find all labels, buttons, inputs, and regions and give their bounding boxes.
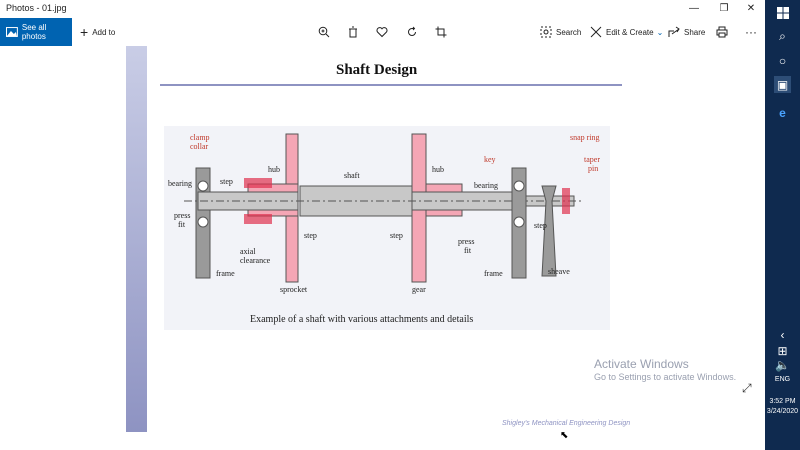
plus-icon: + — [80, 24, 89, 40]
sheave-shape — [541, 185, 557, 277]
title-divider — [160, 84, 622, 86]
slide-side-bar — [126, 46, 147, 432]
document-image: Shaft Design — [126, 46, 648, 432]
label-step-right: step — [534, 221, 547, 230]
clamp-collar-top — [244, 178, 272, 188]
see-all-photos-button[interactable]: See all photos — [0, 18, 72, 46]
rotate-icon[interactable] — [406, 26, 418, 38]
edit-create-button[interactable]: Edit & Create ⌄ — [590, 18, 663, 46]
see-all-photos-label: See all photos — [21, 23, 47, 41]
bearing-right-ball-top — [513, 180, 525, 192]
crop-icon[interactable] — [435, 26, 447, 38]
edit-create-label: Edit & Create — [606, 27, 654, 37]
more-options-button[interactable]: ··· — [745, 25, 757, 39]
label-sprocket: sprocket — [280, 285, 308, 294]
label-snap-ring: snap ring — [570, 133, 600, 142]
restore-button[interactable]: ❐ — [719, 3, 729, 14]
photo-viewer: Shaft Design — [0, 46, 765, 450]
clamp-collar-bottom — [244, 214, 272, 224]
mouse-cursor-icon: ⬉ — [560, 430, 569, 441]
figure-caption: Example of a shaft with various attachme… — [250, 314, 474, 325]
share-button[interactable]: Share — [668, 18, 705, 46]
language-indicator[interactable]: ENG — [774, 376, 791, 383]
edit-icon — [590, 26, 602, 38]
clock-time[interactable]: 3:52 PM — [769, 398, 796, 405]
heart-icon[interactable] — [376, 26, 388, 38]
label-gear: gear — [412, 285, 426, 294]
activate-windows-title: Activate Windows — [594, 357, 689, 371]
clock-date[interactable]: 3/24/2020 — [766, 408, 799, 415]
print-icon[interactable] — [716, 26, 728, 38]
search-icon[interactable]: ⌕ — [779, 29, 786, 43]
window-title: Photos - 01.jpg — [6, 3, 67, 13]
chevron-down-icon: ⌄ — [656, 27, 664, 37]
label-key: key — [484, 155, 496, 164]
label-bearing-left: bearing — [168, 179, 192, 188]
label-hub-left: hub — [268, 165, 280, 174]
bearing-right-ball-bottom — [513, 216, 525, 228]
zoom-icon[interactable] — [318, 26, 330, 38]
label-sheave: sheave — [548, 267, 570, 276]
label-frame-left: frame — [216, 269, 235, 278]
search-label: Search — [556, 27, 582, 37]
photos-app-icon[interactable]: ▣ — [774, 76, 791, 93]
edge-icon[interactable]: e — [779, 105, 786, 120]
book-footer: Shigley's Mechanical Engineering Design — [502, 420, 631, 427]
label-bearing-right: bearing — [474, 181, 498, 190]
cortana-icon[interactable]: ○ — [778, 53, 787, 68]
start-icon[interactable] — [774, 4, 791, 21]
search-button[interactable]: Search — [540, 18, 581, 46]
toolbar: See all photos + Add to Search Edit & Cr… — [0, 18, 765, 46]
search-icon — [540, 26, 552, 38]
network-icon[interactable]: ⊞ — [777, 343, 788, 358]
bearing-left-ball-top — [197, 180, 209, 192]
share-icon — [668, 26, 680, 37]
add-to-button[interactable]: + Add to — [80, 18, 115, 46]
photos-icon — [6, 27, 18, 37]
label-hub-right: hub — [432, 165, 444, 174]
add-to-label: Add to — [92, 27, 116, 37]
taper-pin-shape — [562, 188, 570, 214]
delete-icon[interactable] — [347, 26, 359, 38]
share-label: Share — [684, 27, 706, 37]
volume-icon[interactable]: 🔈 — [775, 357, 790, 372]
title-bar: Photos - 01.jpg — ❐ ✕ — [0, 0, 765, 18]
label-step-top-left: step — [220, 177, 233, 186]
fullscreen-icon[interactable]: ⤢ — [742, 381, 752, 395]
minimize-button[interactable]: — — [689, 3, 699, 14]
label-shaft: shaft — [344, 171, 360, 180]
taskbar: ⌕ ○ ▣ e ‹ ⊞ 🔈 ENG 3:52 PM 3/24/2020 — [765, 0, 800, 450]
bearing-left-ball-bottom — [197, 216, 209, 228]
page-title: Shaft Design — [336, 62, 418, 78]
chevron-left-icon[interactable]: ‹ — [780, 327, 785, 342]
label-step-mid-left: step — [304, 231, 317, 240]
label-step-mid-right: step — [390, 231, 403, 240]
label-frame-right: frame — [484, 269, 503, 278]
activate-windows-subtitle: Go to Settings to activate Windows. — [594, 372, 737, 382]
close-button[interactable]: ✕ — [746, 3, 756, 14]
